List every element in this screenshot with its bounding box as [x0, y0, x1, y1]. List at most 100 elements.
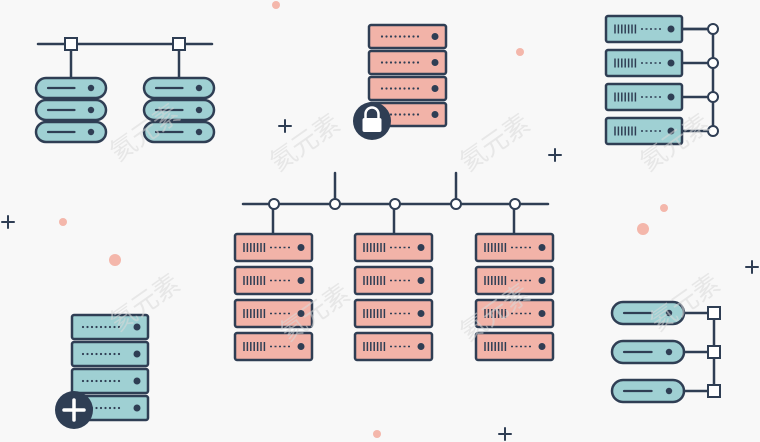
unit-panel	[233, 232, 314, 263]
networked-pill-servers-bottom-right	[610, 300, 721, 404]
status-led	[538, 244, 546, 251]
vent-bars	[484, 309, 507, 318]
unit-panel	[367, 49, 448, 76]
vent-bars	[363, 309, 386, 318]
vent-dot	[380, 87, 384, 90]
server-unit	[604, 48, 684, 78]
vent-dot	[117, 352, 121, 356]
vent-bars	[243, 309, 266, 318]
vent-dot	[95, 352, 98, 356]
vent-bars	[243, 342, 266, 351]
unit-panel	[474, 331, 555, 362]
vent-dot	[380, 61, 384, 64]
junction-node	[268, 198, 280, 210]
server-unit	[353, 232, 434, 263]
vent-dots	[81, 379, 121, 383]
sparkles	[1, 119, 759, 441]
junction-node	[707, 23, 719, 35]
dot-icon	[660, 204, 668, 212]
status-led	[665, 348, 673, 356]
junction-node	[329, 198, 341, 210]
status-led	[431, 111, 439, 118]
vent-dot	[403, 61, 406, 64]
junction-node	[450, 198, 462, 210]
vent-dot	[104, 406, 107, 410]
vent-dot	[108, 352, 112, 356]
disk-unit	[34, 120, 108, 144]
pill-server-stack	[34, 76, 108, 144]
vent-bars	[243, 276, 266, 285]
vent-dot	[117, 379, 121, 383]
unit-panel	[353, 298, 434, 329]
unit-panel	[353, 265, 434, 296]
status-led	[195, 106, 203, 114]
dot-icon	[373, 430, 381, 438]
vent-dot	[394, 113, 397, 116]
status-led	[538, 343, 546, 350]
status-led	[87, 128, 95, 136]
vent-bars	[614, 126, 637, 136]
disk-unit	[34, 98, 108, 122]
status-led	[297, 310, 305, 317]
vent-dots	[380, 87, 420, 90]
vent-dot	[104, 325, 107, 329]
server-unit	[474, 232, 555, 263]
vent-dot	[113, 406, 116, 410]
unit-panel	[367, 75, 448, 102]
junction-node	[172, 37, 186, 51]
server-unit	[70, 367, 150, 395]
status-led	[665, 387, 673, 395]
junction-node	[389, 198, 401, 210]
server-unit	[367, 23, 448, 50]
disk-unit	[142, 98, 216, 122]
vent-dot	[403, 35, 406, 38]
vent-dot	[407, 61, 411, 64]
plus-sparkle-icon	[548, 148, 562, 162]
server-unit	[70, 340, 150, 368]
vent-dot	[99, 352, 103, 356]
vent-bars	[484, 243, 507, 252]
vent-dot	[385, 61, 388, 64]
disk-unit	[142, 76, 216, 100]
server-unit	[70, 313, 150, 341]
vent-dot	[81, 379, 85, 383]
vent-bars	[484, 342, 507, 351]
junction-node	[707, 57, 719, 69]
junction-node	[707, 384, 721, 398]
vent-dot	[394, 87, 397, 90]
server-unit	[474, 331, 555, 362]
disk-unit	[610, 339, 686, 365]
server-unit	[474, 298, 555, 329]
status-led	[417, 310, 425, 317]
status-led	[133, 323, 141, 331]
vent-dot	[113, 379, 116, 383]
vent-dot	[394, 35, 397, 38]
plus-sparkle-icon	[745, 260, 759, 274]
status-led	[195, 128, 203, 136]
lock-shackle	[364, 106, 380, 118]
server-unit	[604, 14, 684, 44]
junction-node	[707, 125, 719, 137]
vent-dot	[412, 113, 415, 116]
status-led	[133, 350, 141, 358]
disk-unit	[610, 378, 686, 404]
status-led	[665, 309, 673, 317]
vent-dots	[81, 352, 121, 356]
vent-dot	[90, 352, 94, 356]
unit-panel	[367, 23, 448, 50]
status-led	[297, 277, 305, 284]
junction-node	[707, 306, 721, 320]
status-led	[667, 127, 675, 135]
vent-dot	[416, 61, 420, 64]
vent-dot	[81, 352, 85, 356]
vent-dot	[398, 113, 402, 116]
status-led	[195, 84, 203, 92]
status-led	[133, 404, 141, 412]
vent-dot	[416, 87, 420, 90]
vent-dot	[389, 87, 393, 90]
vent-dot	[385, 87, 388, 90]
vent-dot	[99, 325, 103, 329]
vent-dot	[99, 406, 103, 410]
plus-circle-icon	[55, 391, 93, 429]
